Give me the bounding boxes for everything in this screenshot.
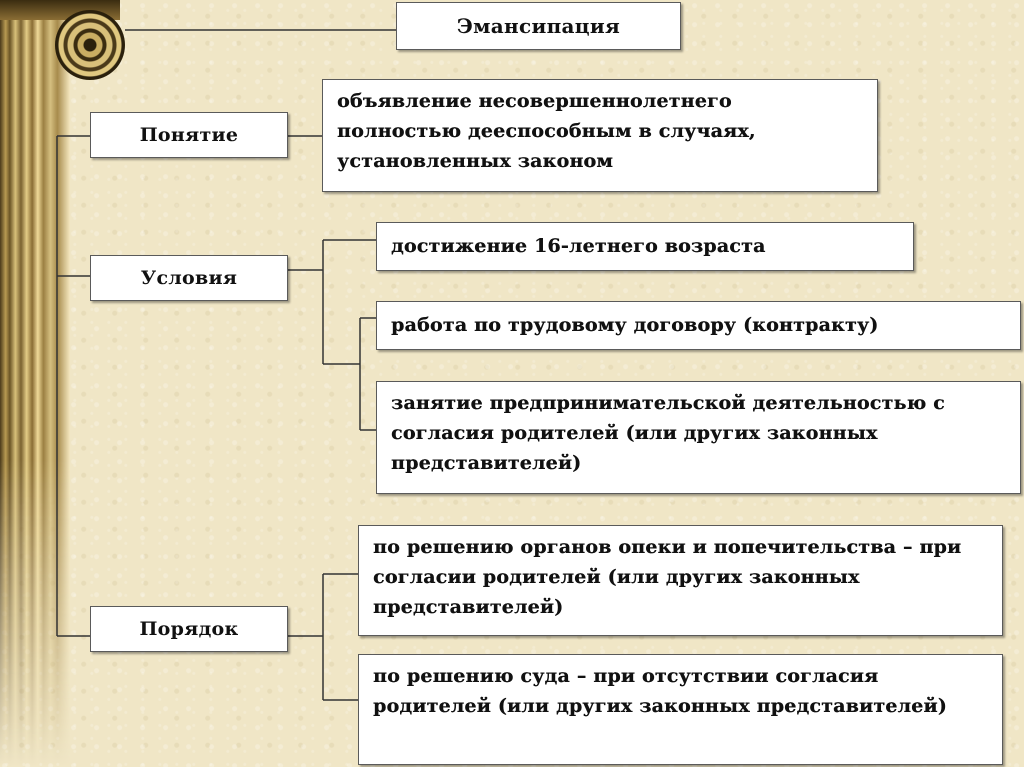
- diagram-title: Эмансипация: [396, 2, 681, 50]
- ponyatie-label: Понятие: [90, 112, 288, 158]
- usloviya-label: Условия: [90, 255, 288, 301]
- poryadok-item-guardianship: по решению органов опеки и попечительств…: [358, 525, 1003, 636]
- volute-ornament: [55, 10, 125, 80]
- ponyatie-definition: объявление несовершеннолетнего полностью…: [322, 79, 878, 192]
- usloviya-item-business: занятие предпринимательской деятельность…: [376, 381, 1021, 494]
- poryadok-label: Порядок: [90, 606, 288, 652]
- usloviya-item-contract: работа по трудовому договору (контракту): [376, 301, 1021, 350]
- column-decoration: [0, 0, 70, 767]
- usloviya-item-age: достижение 16-летнего возраста: [376, 222, 914, 271]
- poryadok-item-court: по решению суда – при отсутствии согласи…: [358, 654, 1003, 765]
